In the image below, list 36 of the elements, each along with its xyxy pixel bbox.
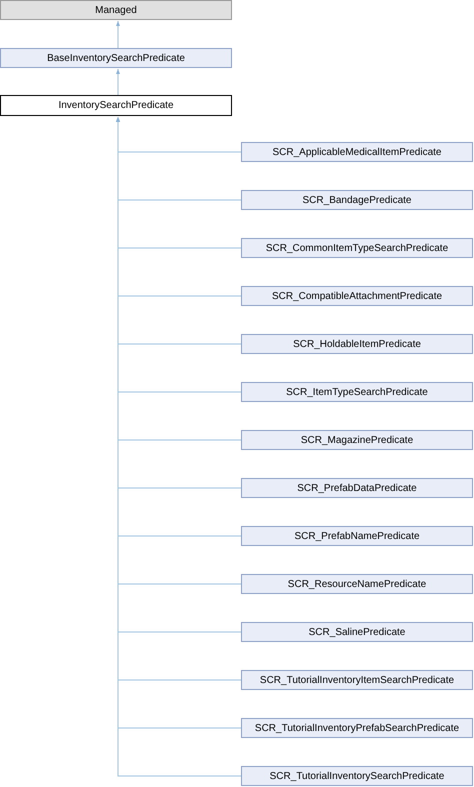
class-name: InventorySearchPredicate (58, 100, 174, 111)
class-name: SCR_ItemTypeSearchPredicate (286, 386, 428, 398)
class-box (241, 286, 473, 306)
class-name: Managed (95, 4, 137, 16)
class-name: BaseInventorySearchPredicate (47, 52, 185, 64)
class-name: SCR_TutorialInventorySearchPredicate (270, 770, 444, 782)
class-box (241, 190, 473, 210)
class-name: SCR_BandagePredicate (302, 194, 412, 206)
class-box (0, 95, 232, 116)
class-name: SCR_ResourceNamePredicate (288, 578, 426, 590)
class-name: SCR_ApplicableMedicalItemPredicate (272, 146, 442, 158)
class-box (241, 718, 473, 738)
class-name: SCR_PrefabDataPredicate (297, 482, 417, 494)
class-box (241, 766, 473, 786)
class-name: SCR_MagazinePredicate (300, 434, 414, 446)
inheritance-arrow (116, 68, 120, 96)
class-box (0, 0, 232, 20)
class-box (241, 478, 473, 498)
class-box (0, 48, 232, 68)
class-box (241, 142, 473, 162)
class-box (241, 622, 473, 642)
class-box (241, 670, 473, 690)
class-name: SCR_TutorialInventoryPrefabSearchPredicate (254, 722, 460, 734)
class-box (241, 430, 473, 450)
class-name: SCR_CompatibleAttachmentPredicate (272, 290, 442, 302)
class-box (241, 238, 473, 258)
class-box (241, 526, 473, 546)
class-name: SCR_PrefabNamePredicate (294, 530, 420, 542)
class-name: SCR_TutorialInventoryItemSearchPredicate (260, 674, 454, 686)
class-name: SCR_HoldableItemPredicate (293, 338, 421, 350)
class-box (241, 334, 473, 354)
class-name: SCR_CommonItemTypeSearchPredicate (266, 242, 448, 254)
class-box (241, 382, 473, 402)
class-box (241, 574, 473, 594)
inheritance-arrow (116, 20, 120, 48)
class-name: SCR_SalinePredicate (308, 626, 406, 638)
